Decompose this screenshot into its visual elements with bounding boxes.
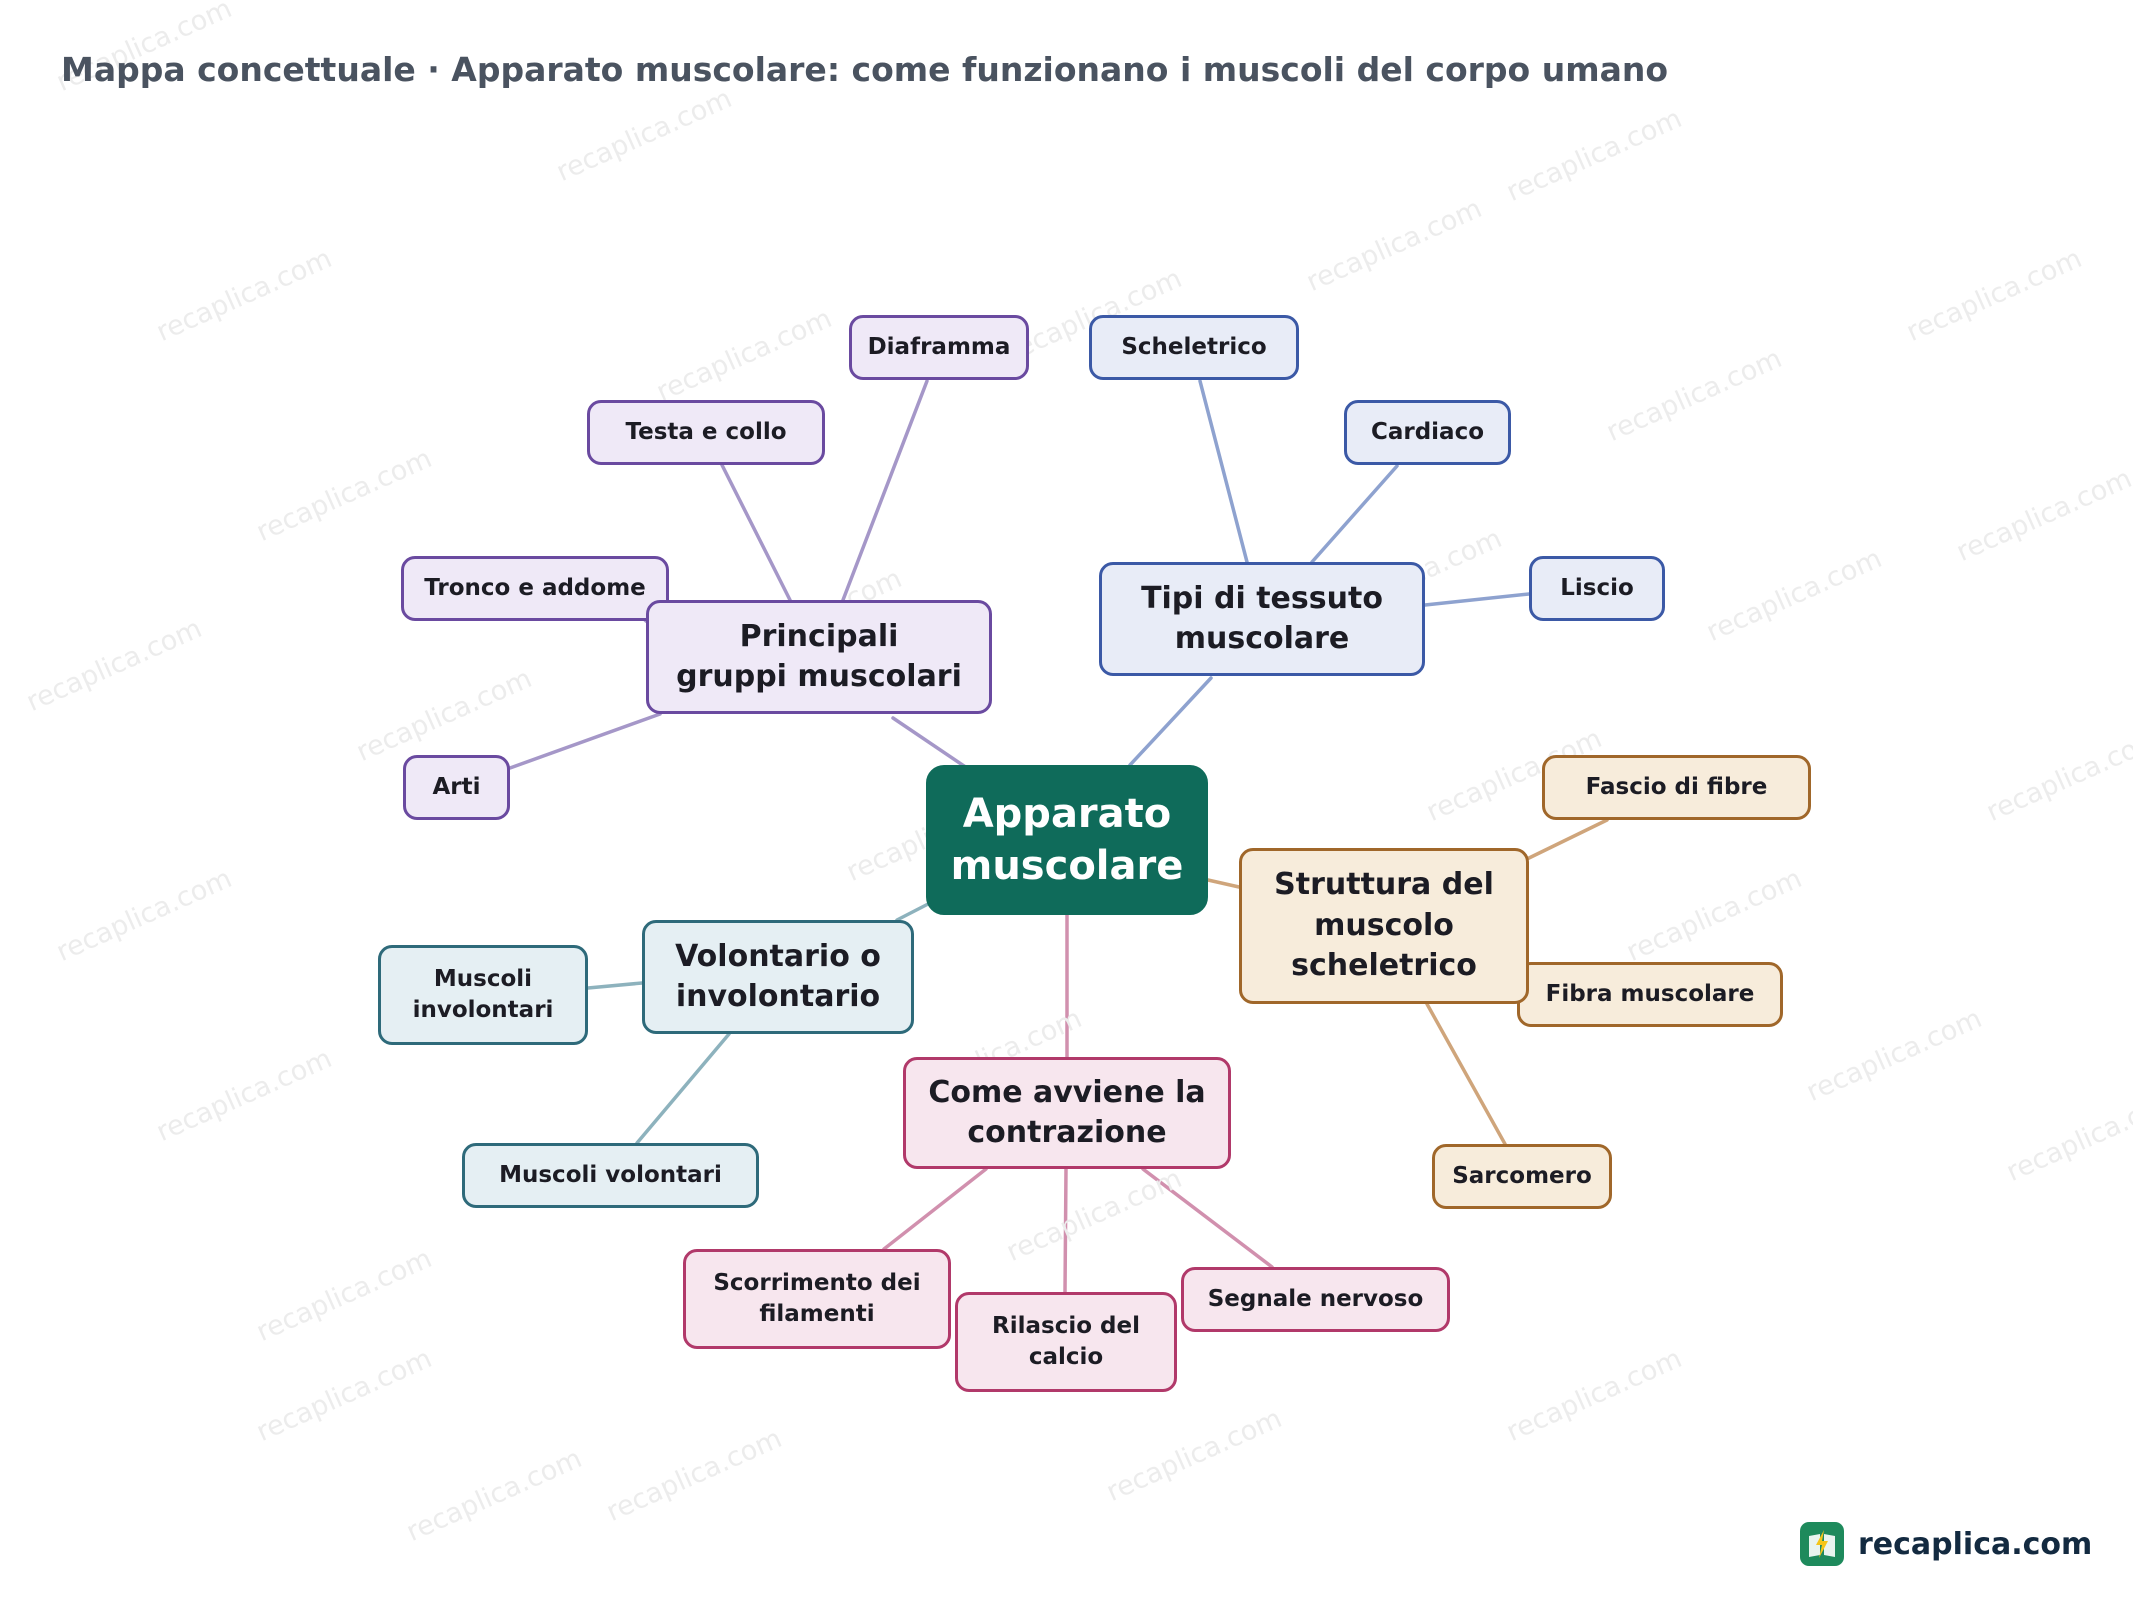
testa-connector <box>720 463 792 602</box>
bolt-book-icon <box>1800 1522 1844 1566</box>
cardiaco-connector <box>1310 464 1399 564</box>
sarcomero-connector <box>1425 1002 1507 1146</box>
node-contrazione[interactable]: Come avviene la contrazione <box>903 1057 1231 1169</box>
node-scheletrico[interactable]: Scheletrico <box>1089 315 1299 380</box>
brand-logo[interactable]: recaplica.com <box>1800 1522 2092 1566</box>
node-fibra[interactable]: Fibra muscolare <box>1517 962 1783 1027</box>
node-diaframma[interactable]: Diaframma <box>849 315 1029 380</box>
tessuto-connector <box>1128 676 1213 767</box>
node-rilascio[interactable]: Rilascio del calcio <box>955 1292 1177 1392</box>
fascio-connector <box>1527 818 1609 860</box>
diaframma-connector <box>841 379 929 602</box>
arti-connector <box>508 712 662 770</box>
segnale-connector <box>1141 1167 1274 1269</box>
node-sarcomero[interactable]: Sarcomero <box>1432 1144 1612 1209</box>
node-volontario[interactable]: Volontario o involontario <box>642 920 914 1034</box>
volontario-connector <box>895 901 932 922</box>
scheletrico-connector <box>1198 379 1249 564</box>
node-tronco[interactable]: Tronco e addome <box>401 556 669 621</box>
struttura-connector <box>1206 878 1241 889</box>
node-cardiaco[interactable]: Cardiaco <box>1344 400 1511 465</box>
volontari-connector <box>635 1032 731 1145</box>
involontari-connector <box>586 981 644 990</box>
node-arti[interactable]: Arti <box>403 755 510 820</box>
rilascio-connector <box>1063 1167 1068 1294</box>
page-title: Mappa concettuale · Apparato muscolare: … <box>61 50 1669 89</box>
node-root[interactable]: Apparato muscolare <box>926 765 1208 915</box>
node-fascio[interactable]: Fascio di fibre <box>1542 755 1811 820</box>
node-struttura[interactable]: Struttura del muscolo scheletrico <box>1239 848 1529 1004</box>
node-liscio[interactable]: Liscio <box>1529 556 1665 621</box>
node-involontari[interactable]: Muscoli involontari <box>378 945 588 1045</box>
node-tessuto[interactable]: Tipi di tessuto muscolare <box>1099 562 1425 676</box>
node-scorrimento[interactable]: Scorrimento dei filamenti <box>683 1249 951 1349</box>
gruppi-connector <box>891 716 969 770</box>
node-segnale[interactable]: Segnale nervoso <box>1181 1267 1450 1332</box>
node-gruppi[interactable]: Principali gruppi muscolari <box>646 600 992 714</box>
brand-name: recaplica.com <box>1858 1526 2093 1562</box>
node-volontari[interactable]: Muscoli volontari <box>462 1143 759 1208</box>
scorrimento-connector <box>882 1167 988 1251</box>
node-testa[interactable]: Testa e collo <box>587 400 825 465</box>
liscio-connector <box>1423 592 1531 607</box>
